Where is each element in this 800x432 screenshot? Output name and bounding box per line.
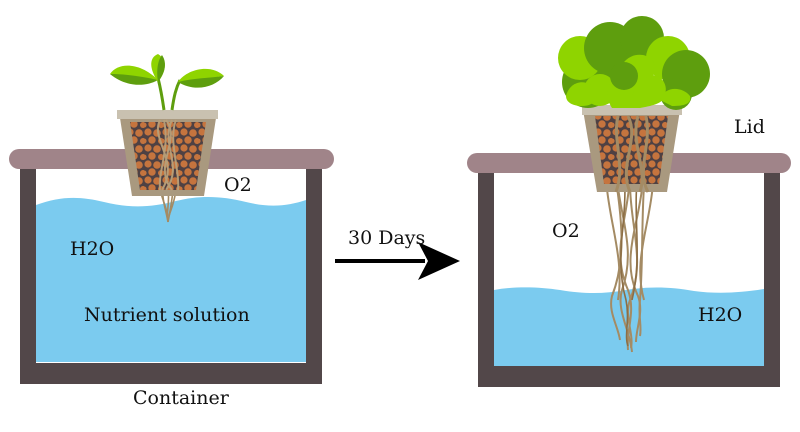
- right-system: [467, 16, 791, 387]
- arrow-right-icon: [335, 242, 460, 280]
- right-h2o-label: H2O: [698, 304, 743, 326]
- duration-label: 30 Days: [348, 227, 426, 249]
- right-net-pot: [582, 105, 682, 193]
- left-seedling: [110, 54, 224, 111]
- left-o2-label: O2: [224, 174, 252, 196]
- right-lettuce: [558, 16, 710, 110]
- lid-label: Lid: [734, 116, 765, 138]
- nutrient-solution-label: Nutrient solution: [84, 304, 250, 326]
- left-h2o-label: H2O: [70, 238, 115, 260]
- right-o2-label: O2: [552, 220, 580, 242]
- left-system: [9, 54, 334, 384]
- left-water: [36, 196, 306, 362]
- left-net-pot: [117, 110, 218, 223]
- container-label: Container: [133, 387, 229, 409]
